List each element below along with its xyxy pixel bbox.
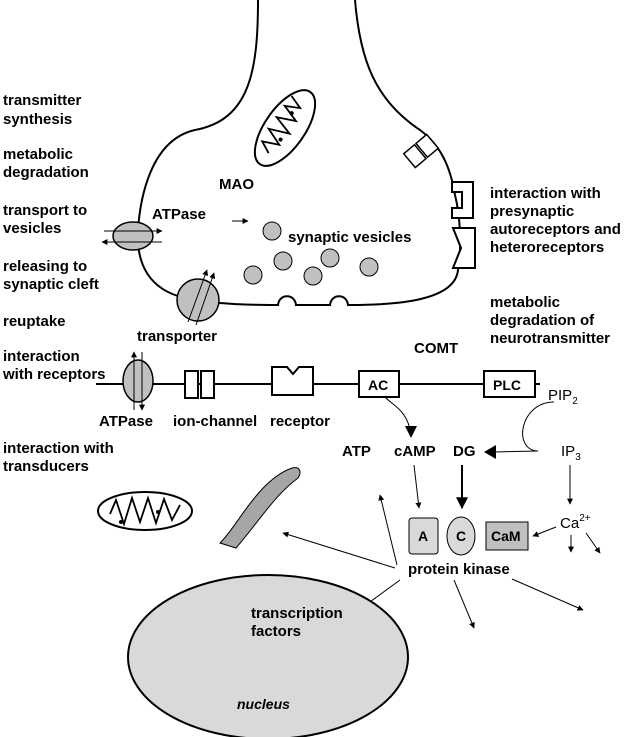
cam-box xyxy=(485,521,529,551)
presynaptic-receptor-double xyxy=(402,133,440,169)
ion-channel-label: ion-channel xyxy=(173,413,257,430)
dg-label: DG xyxy=(453,443,476,460)
kinase-arrow xyxy=(453,579,475,629)
nucleus xyxy=(127,574,409,737)
cam-label: CaM xyxy=(491,528,521,544)
transporter-arrow xyxy=(195,272,216,326)
left-label-transmitter-synthesis: transmitter synthesis xyxy=(3,92,86,128)
protein-kinase-label: protein kinase xyxy=(408,561,510,578)
ca2-label: Ca2+ xyxy=(560,513,591,532)
postsynaptic-receptor xyxy=(271,366,314,396)
kinase-a-label: A xyxy=(418,528,428,544)
heteroreceptor xyxy=(451,227,476,269)
mitochondrion-top xyxy=(253,89,317,167)
ca-to-cam-arrow xyxy=(532,526,557,537)
ion-channel-right xyxy=(200,370,215,399)
atpase-bottom-label: ATPase xyxy=(99,413,153,430)
camp-label: cAMP xyxy=(394,443,436,460)
nucleus-label: nucleus xyxy=(237,696,290,712)
ip3-label: IP3 xyxy=(561,443,581,463)
transporter-label: transporter xyxy=(137,328,217,345)
ac-label: AC xyxy=(368,377,388,393)
kinase-arrow xyxy=(511,578,584,611)
left-label-transducers: interaction with transducers xyxy=(3,440,118,475)
mitochondrion-bottom xyxy=(97,491,193,531)
right-column-labels: interaction with presynaptic autorecepto… xyxy=(490,185,625,347)
ac-box xyxy=(358,370,400,398)
synaptic-vesicles xyxy=(243,221,379,286)
atp-label: ATP xyxy=(342,443,371,460)
kinase-arrow xyxy=(378,494,398,566)
plc-reaction-arrowhead xyxy=(484,445,496,459)
ca-arrow xyxy=(585,532,601,554)
left-label-receptors: interaction with receptors xyxy=(2,348,106,383)
atpase-bottom-pump xyxy=(122,359,154,403)
release-site xyxy=(277,295,297,307)
kinase-c-ellipse xyxy=(446,516,476,556)
left-column-labels: transmitter synthesis metabolic degradat… xyxy=(2,92,118,475)
plc-label: PLC xyxy=(493,377,521,393)
autoreceptor xyxy=(451,181,474,219)
cytoskeleton-filament xyxy=(219,467,301,549)
left-label-reuptake: reuptake xyxy=(3,313,66,330)
pip2-label: PIP2 xyxy=(548,387,578,407)
kinase-arrow xyxy=(282,531,396,569)
left-label-metabolic-degradation: metabolic degradation xyxy=(3,146,89,181)
plc-reaction-arc xyxy=(522,401,555,452)
right-label-metabolic: metabolic degradation of neurotransmitte… xyxy=(490,294,610,347)
mao-label: MAO xyxy=(219,176,254,193)
plc-to-dg xyxy=(493,450,539,453)
right-label-presynaptic: interaction with presynaptic autorecepto… xyxy=(490,185,625,256)
ion-channel-left xyxy=(184,370,199,399)
camp-arrow xyxy=(413,464,422,509)
transcription-factors-label: transcription factors xyxy=(251,605,347,640)
left-label-transport: transport to vesicles xyxy=(3,202,91,237)
left-label-releasing: releasing to synaptic cleft xyxy=(3,258,99,293)
transporter-protein xyxy=(176,278,220,322)
ac-reaction-arrowhead xyxy=(405,426,417,438)
receptor-label: receptor xyxy=(270,413,330,430)
atpase-top-pump xyxy=(112,221,154,251)
release-site xyxy=(329,295,349,307)
transporter-arrow xyxy=(187,269,208,323)
atpase-top-label: ATPase xyxy=(152,206,206,223)
kinase-a-box xyxy=(408,517,439,555)
synaptic-vesicles-label: synaptic vesicles xyxy=(288,229,411,246)
kinase-c-label: C xyxy=(456,528,466,544)
comt-label: COMT xyxy=(414,340,458,357)
plc-box xyxy=(483,370,536,398)
